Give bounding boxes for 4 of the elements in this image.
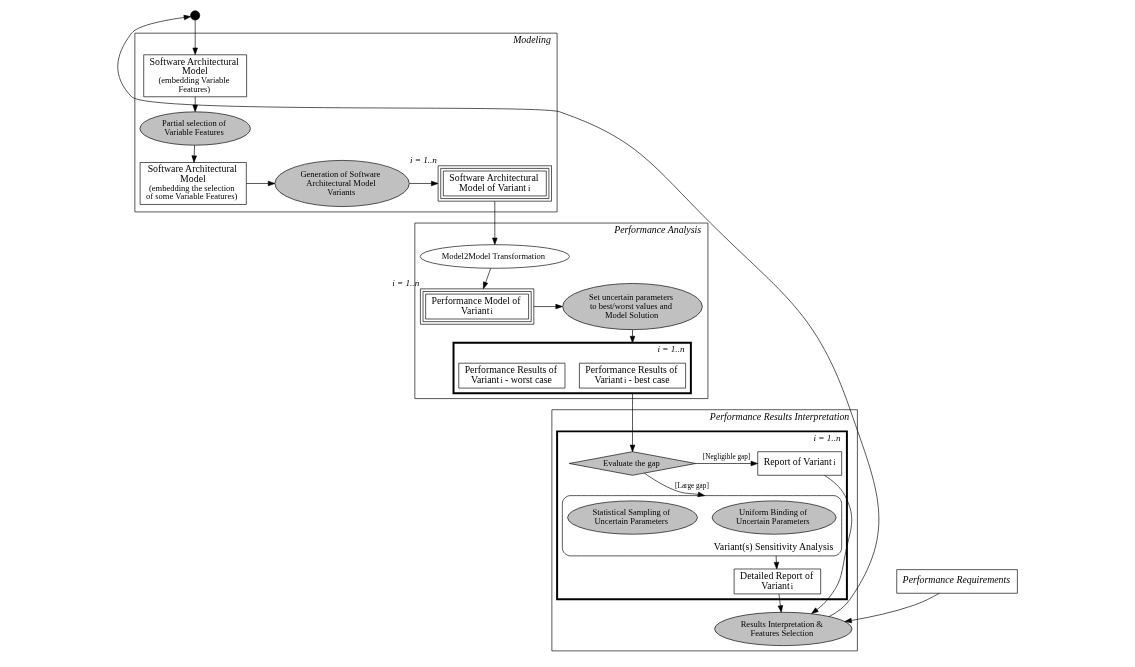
node-label: i = 1..n <box>813 432 841 443</box>
node-label: i = 1..n <box>392 277 420 288</box>
node-label: i = 1..n <box>409 154 437 165</box>
node-label: i = 1..n <box>657 344 685 355</box>
